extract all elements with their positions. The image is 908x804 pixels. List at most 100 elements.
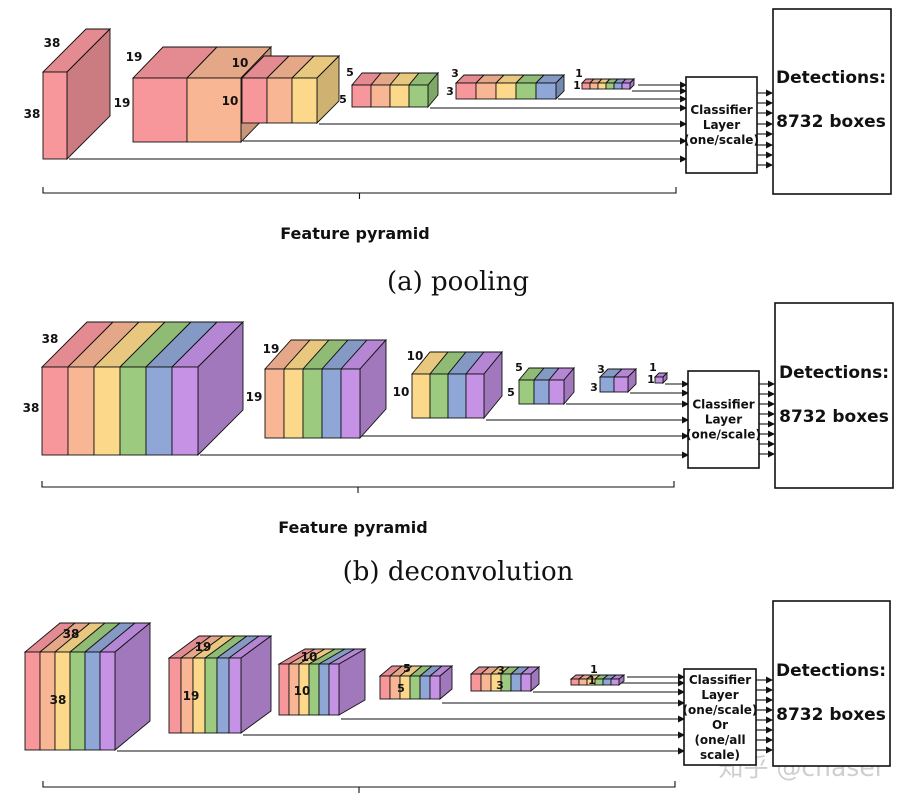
detections-title: Detections:: [776, 68, 886, 88]
detections-box: [772, 600, 891, 767]
block-front-slice: [84, 651, 101, 751]
feature-pyramid-brace: [42, 781, 676, 793]
feature-pyramid-brace: [41, 481, 675, 493]
panel-fpn: [23, 622, 626, 751]
block-front-slice: [510, 673, 522, 692]
block-front-slice: [389, 84, 410, 108]
detections-box: [774, 302, 894, 489]
block-front-slice: [228, 657, 242, 734]
block-front-slice: [480, 673, 492, 692]
block-front-slice: [93, 366, 121, 456]
caption-pooling: (a) pooling: [387, 267, 529, 297]
block-front-slice: [67, 366, 95, 456]
block-front-slice: [291, 77, 318, 124]
feature-pyramid-label-pooling: Feature pyramid: [280, 224, 429, 243]
classifier-layer-label: Classifier: [689, 673, 751, 687]
block-size-label-top: 10: [407, 349, 424, 363]
block-front-slice: [515, 82, 537, 100]
block-front-slice: [621, 82, 631, 90]
classifier-layer-box: [687, 370, 760, 469]
block-front-slice: [119, 366, 147, 456]
feature-map-block: [240, 54, 341, 125]
block-front-slice: [204, 657, 218, 734]
detections-title: Detections:: [776, 661, 886, 681]
block-front-slice: [594, 678, 604, 686]
block-front-slice: [581, 82, 591, 90]
feature-pyramid-label-deconvolution: Feature pyramid: [278, 518, 427, 537]
classifier-layer-label: Classifier: [690, 103, 752, 117]
block-front-slice: [429, 373, 449, 419]
block-front-slice: [145, 366, 173, 456]
block-front-slice: [379, 675, 391, 700]
block-size-label-side: 5: [339, 93, 347, 106]
block-front-slice: [370, 84, 391, 108]
block-front-slice: [278, 663, 290, 716]
block-size-label-side: 1: [573, 79, 581, 92]
block-front-slice: [171, 366, 199, 456]
block-front-slice: [429, 675, 441, 700]
classifier-layer-label: Layer: [705, 413, 742, 427]
block-front-slice: [302, 368, 323, 439]
block-front-slice: [283, 368, 304, 439]
block-front-slice: [570, 678, 580, 686]
block-size-label-top: 19: [263, 342, 280, 356]
block-front-slice: [351, 84, 372, 108]
block-size-label-side: 38: [50, 693, 67, 707]
classifier-layer-label: Classifier: [692, 398, 754, 412]
block-front-slice: [533, 379, 550, 405]
block-front-slice: [610, 678, 620, 686]
block-size-label-side: 19: [183, 689, 200, 703]
block-size-label-top: 3: [597, 363, 605, 376]
block-size-label-top: 1: [590, 663, 598, 676]
block-size-label-side: 5: [507, 386, 515, 399]
block-size-label-side: 3: [446, 85, 454, 98]
feature-map-block: [277, 648, 367, 716]
block-front-slice: [24, 651, 41, 751]
diagram-shapes: 383819191010553311ClassifierLayer(one/sc…: [23, 8, 894, 793]
block-front-slice: [132, 77, 188, 143]
panel-deconvolution: [40, 320, 669, 457]
block-front-slice: [42, 71, 68, 160]
block-front-slice: [321, 368, 342, 439]
block-size-label-top: 10: [301, 650, 318, 664]
classifier-layer-label: (one/scale): [684, 133, 759, 147]
block-size-label-top: 19: [195, 640, 212, 654]
block-front-slice: [578, 678, 588, 686]
block-size-label-top: 5: [515, 361, 523, 374]
block-front-slice: [41, 366, 69, 456]
block-size-label-top: 3: [451, 67, 459, 80]
classifier-layer-label: (one/all: [694, 733, 745, 747]
block-front-slice: [308, 663, 320, 716]
block-size-label-side: 10: [294, 684, 311, 698]
feature-map-block: [469, 666, 541, 692]
block-size-label-top: 38: [63, 627, 80, 641]
block-front-slice: [447, 373, 467, 419]
block-size-label-top: 38: [44, 36, 61, 50]
block-front-slice: [535, 82, 557, 100]
block-front-slice: [613, 82, 623, 90]
feature-map-block: [580, 77, 636, 91]
block-size-label-side: 1: [588, 674, 596, 687]
block-front-slice: [69, 651, 86, 751]
block-front-slice: [589, 82, 599, 90]
block-front-slice: [419, 675, 431, 700]
block-front-slice: [495, 82, 517, 100]
block-front-slice: [241, 77, 268, 124]
panel-pooling: [41, 27, 636, 161]
feature-map-block: [569, 674, 626, 686]
block-size-label-side: 5: [397, 682, 405, 695]
block-size-label-side: 19: [246, 390, 263, 404]
classifier-layer-label: Or: [712, 718, 728, 732]
block-size-label-side: 38: [23, 401, 40, 415]
block-size-label-side: 10: [222, 94, 239, 108]
detections-count: 8732 boxes: [779, 407, 889, 427]
block-front-slice: [318, 663, 330, 716]
feature-map-block: [598, 367, 638, 394]
feature-map-block: [378, 665, 454, 700]
feature-map-block: [653, 371, 669, 385]
block-front-slice: [597, 82, 607, 90]
block-front-slice: [264, 368, 285, 439]
block-front-slice: [411, 373, 431, 419]
block-front-slice: [470, 673, 482, 692]
